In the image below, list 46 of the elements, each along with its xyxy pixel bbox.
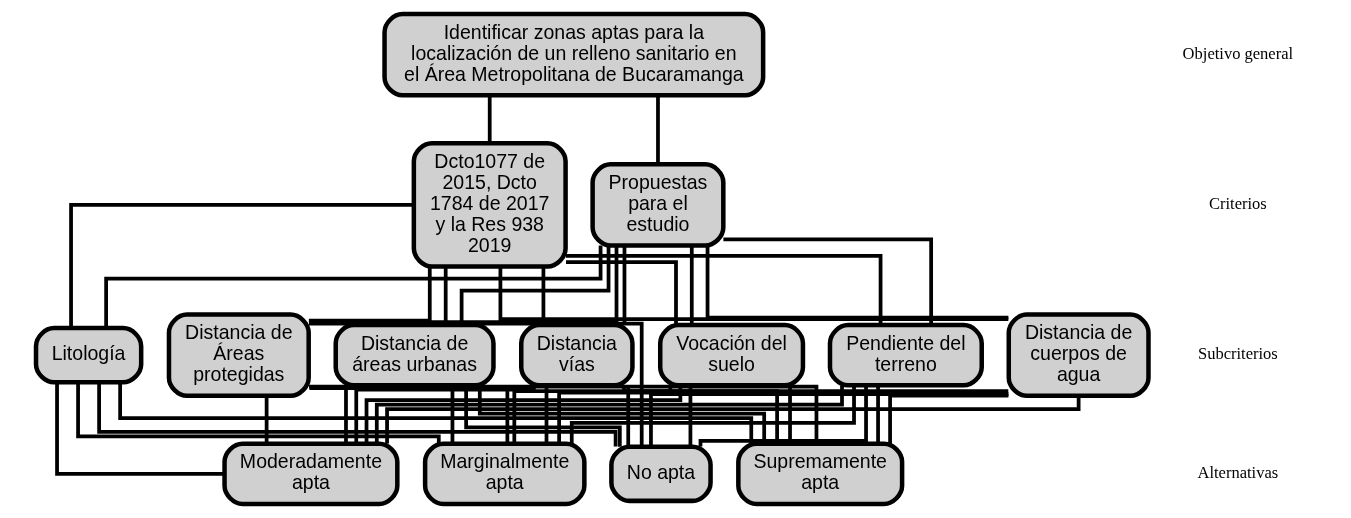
node-box: Distancia de Áreas protegidas — [166, 312, 311, 398]
connector — [308, 266, 432, 323]
connector — [698, 385, 868, 447]
node-box: Dcto1077 de 2015, Dcto 1784 de 2017 y la Res 938 2019 — [411, 141, 568, 269]
connector — [887, 393, 1008, 444]
connector — [648, 392, 1008, 447]
connector — [384, 396, 1080, 444]
node-box: Litología — [33, 325, 143, 385]
label: Objetivo general — [1182, 43, 1293, 63]
connector — [103, 245, 602, 328]
connector — [264, 396, 268, 444]
connector — [374, 385, 844, 444]
connector — [498, 266, 1008, 321]
node-box: Identificar zonas aptas para la localización de un relleno sanitario en el Área Metropolitana de Bucaramanga — [381, 11, 765, 98]
node-box: Propuestas para el estudio — [589, 162, 726, 248]
node-box: Vocación del suelo — [657, 322, 805, 388]
connector — [565, 254, 882, 325]
connector — [308, 384, 818, 444]
connector — [511, 389, 1008, 444]
node-box: Pendiente del terreno — [827, 322, 984, 388]
node-box: Moderadamente apta — [221, 441, 400, 507]
node-box: Distancia vías — [518, 322, 635, 388]
connector — [117, 382, 753, 444]
connector — [75, 382, 441, 444]
connector — [96, 382, 617, 447]
connector — [689, 245, 694, 325]
connector — [569, 385, 856, 444]
connector — [54, 382, 224, 476]
node-box: No apta — [608, 444, 713, 504]
label: Alternativas — [1197, 463, 1278, 483]
connector — [487, 95, 492, 143]
node-box: Marginalmente apta — [422, 441, 587, 507]
connector — [622, 245, 626, 325]
connector — [68, 203, 413, 328]
connector — [308, 245, 618, 324]
connector — [722, 237, 933, 325]
connector — [655, 95, 660, 165]
node-box: Distancia de cuerpos de agua — [1006, 312, 1151, 398]
label: Subcriterios — [1197, 344, 1278, 364]
node-box: Distancia de áreas urbanas — [332, 322, 496, 388]
node-box: Supremamente apta — [735, 441, 904, 507]
label: Criterios — [1208, 194, 1267, 214]
connector — [565, 260, 678, 325]
connector — [705, 245, 1008, 320]
connector — [308, 386, 509, 444]
connector — [875, 385, 880, 444]
